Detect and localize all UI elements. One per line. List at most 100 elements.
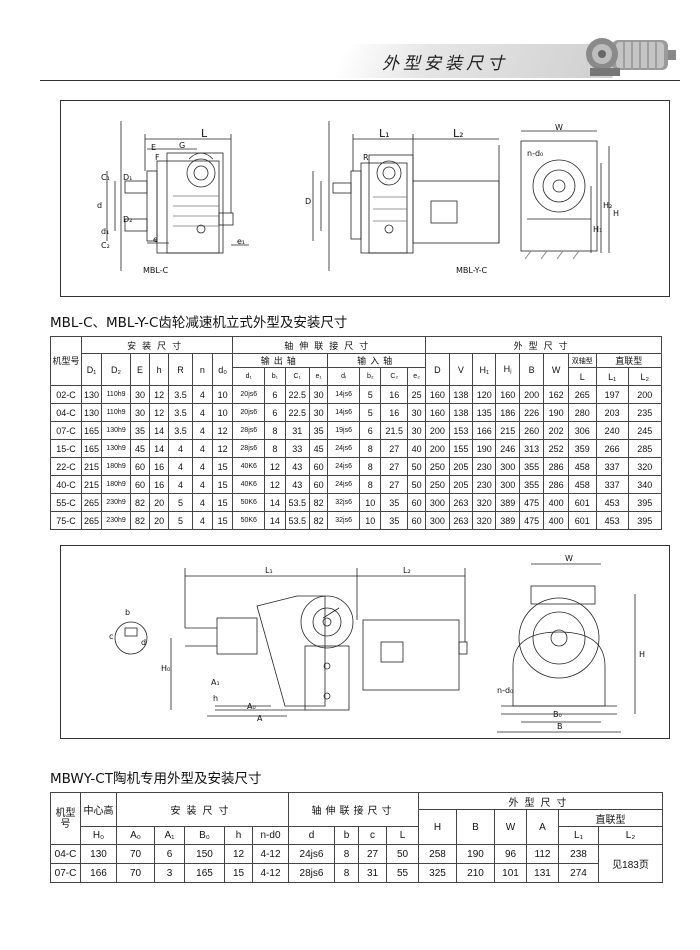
table-cell: 200 [518, 385, 545, 404]
table-cell: 19js6 [327, 421, 361, 440]
dim2-B: B [557, 722, 563, 731]
col-b2: b₂ [359, 367, 382, 386]
t2-col-model: 机型号 [50, 792, 81, 845]
dim-R: R [363, 153, 369, 162]
table-cell: 82 [309, 493, 329, 512]
table-cell: 395 [627, 511, 663, 530]
table-cell: 166 [472, 421, 497, 440]
table-cell: 203 [595, 403, 629, 422]
table-cell: 32js6 [327, 493, 361, 512]
col-model: 机型号 [50, 336, 82, 386]
table-cell: 389 [495, 511, 520, 530]
table-cell: 337 [595, 475, 629, 494]
table-cell: 70 [116, 863, 155, 883]
col-V: V [448, 353, 474, 386]
table-cell: 60 [407, 511, 427, 530]
table-cell: 20 [149, 511, 170, 530]
table-cell: 55-C [50, 493, 82, 512]
table-cell: 250 [425, 475, 450, 494]
table-cell: 4 [168, 457, 193, 476]
table-cell: 50 [407, 457, 427, 476]
col-R: R [168, 353, 193, 386]
table-cell: 101 [494, 863, 527, 883]
table-cell: 210 [456, 863, 495, 883]
table-cell: 4 [191, 403, 213, 422]
table-cell: 230h9 [101, 511, 131, 530]
table-cell: 238 [558, 844, 599, 864]
table-cell: 10 [211, 403, 234, 422]
drawing-mbl-y-c [312, 121, 500, 271]
table-cell: 4 [168, 439, 193, 458]
table-cell: 30 [309, 403, 329, 422]
direct-type-note: 见183页 [597, 844, 664, 883]
table-cell: 3.5 [168, 403, 193, 422]
table-cell: 22.5 [284, 403, 311, 422]
table-cell: 138 [448, 385, 474, 404]
table-cell: 4 [191, 385, 213, 404]
dim2-B0: B₀ [553, 710, 562, 719]
group-output: 输出轴 [232, 353, 329, 368]
mbl-spec-table: 机型号 安装尺寸 轴伸联接尺寸 外型尺寸 D₁ D₂ E h R n d₀ 输出… [50, 336, 663, 530]
table-cell: 320 [472, 511, 497, 530]
table-cell: 25 [407, 385, 427, 404]
mbwy-spec-table: 机型号 中心高 安装尺寸 轴伸联接尺寸 外型尺寸 H B W A 直联型 H₀ … [50, 792, 664, 883]
table-cell: 258 [418, 844, 457, 864]
table-cell: 8 [359, 475, 382, 494]
table-cell: 70 [116, 844, 155, 864]
dim2-L1: L₁ [265, 566, 273, 575]
dim2-A0: A₀ [247, 702, 256, 711]
table-cell: 21.5 [380, 421, 409, 440]
col-e2: e₂ [407, 367, 427, 386]
table-cell: 20js6 [232, 385, 266, 404]
table-cell: 50K6 [232, 493, 266, 512]
group-shaft: 轴伸联接尺寸 [232, 336, 427, 354]
table-cell: 15 [211, 475, 234, 494]
table-cell: 200 [425, 439, 450, 458]
table-cell: 12 [224, 844, 253, 864]
dim-H2: H₂ [603, 201, 613, 210]
table-cell: 8 [359, 439, 382, 458]
table-cell: 4 [191, 457, 213, 476]
table-cell: 24js6 [327, 439, 361, 458]
t2-col-d: d [288, 826, 335, 845]
dim-E: E [151, 143, 157, 152]
t2-col-A: A [526, 809, 559, 845]
table-cell: 4-12 [252, 844, 289, 864]
table-cell: 35 [129, 421, 151, 440]
table-cell: 230h9 [101, 493, 131, 512]
table-cell: 16 [149, 475, 170, 494]
table-cell: 265 [80, 493, 103, 512]
table-cell: 12 [149, 385, 170, 404]
col-W: W [543, 353, 569, 386]
table-cell: 165 [80, 439, 103, 458]
dim2-c: c [109, 632, 114, 641]
table-cell: 50 [386, 844, 419, 864]
table-cell: 53.5 [284, 511, 311, 530]
t2-col-A1: A₁ [154, 826, 185, 845]
table-cell: 45 [309, 439, 329, 458]
reducer-photo-icon [586, 38, 676, 76]
col-C1: C₁ [284, 367, 311, 386]
table-cell: 215 [495, 421, 520, 440]
table-cell: 60 [309, 475, 329, 494]
t2-group-direct: 直联型 [557, 809, 664, 827]
table-cell: 263 [448, 493, 474, 512]
table-cell: 8 [334, 863, 359, 883]
dim-H1: H₁ [593, 225, 603, 234]
table-cell: 15 [224, 863, 253, 883]
table-cell: 230 [472, 475, 497, 494]
table-cell: 20 [149, 493, 170, 512]
t2-col-c: c [358, 826, 387, 845]
dim-W: W [555, 123, 563, 132]
table-cell: 3.5 [168, 385, 193, 404]
table-cell: 475 [518, 493, 545, 512]
drawing-label-mbl-c: MBL-C [143, 266, 169, 275]
table-cell: 28js6 [232, 421, 266, 440]
dim-e: e [153, 235, 158, 244]
header-rule [40, 80, 680, 81]
drawing-mbwy-end [497, 563, 636, 733]
